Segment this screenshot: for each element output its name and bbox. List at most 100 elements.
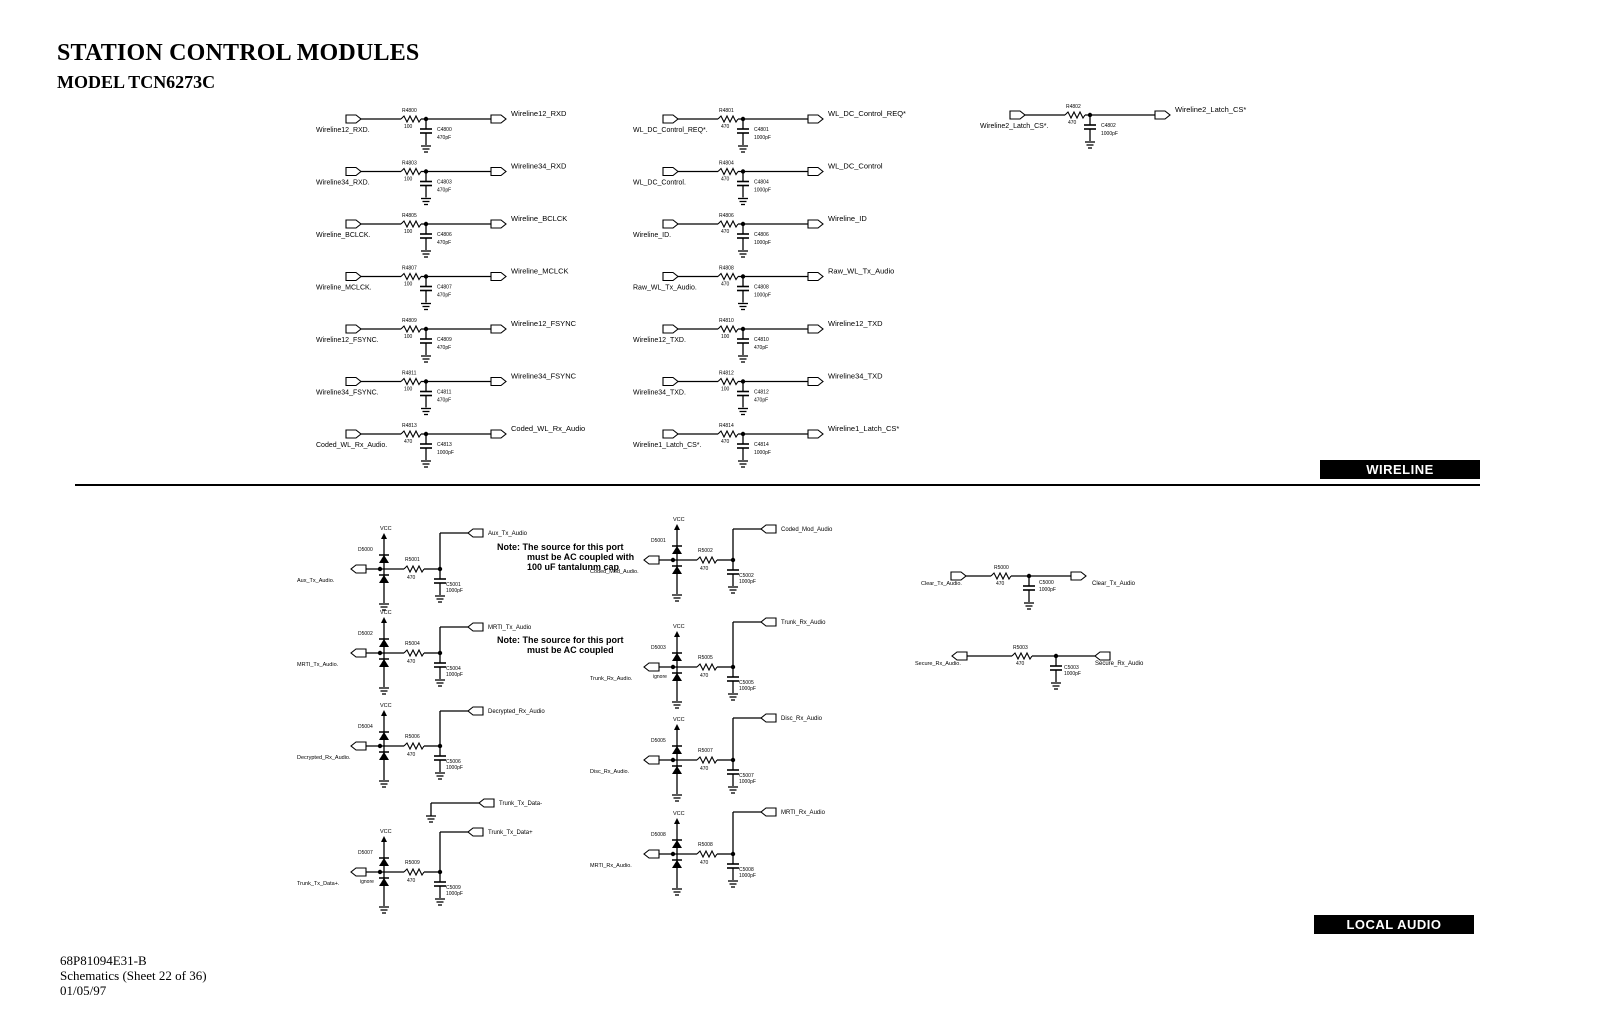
input-net-label: Clear_Tx_Audio. <box>921 581 962 587</box>
input-net-label: Trunk_Tx_Data+. <box>297 881 340 887</box>
output-net-label: Wireline12_FSYNC <box>511 319 577 328</box>
rc-filter-secure-rx: R5003470C50031000pFSecure_Rx_Audio.Secur… <box>915 645 1144 690</box>
resistor-value: 470 <box>407 752 416 758</box>
port-connector-icon <box>662 219 679 229</box>
port-connector-icon <box>760 524 777 534</box>
capacitor-value: 470pF <box>437 240 451 246</box>
junction-dot <box>377 869 383 875</box>
resistor-ref: R4802 <box>1066 104 1081 110</box>
resistor-ref: R5003 <box>1013 645 1028 651</box>
output-net-label: Trunk_Tx_Data- <box>499 801 542 807</box>
ground-icon <box>435 772 445 780</box>
ground-icon <box>421 145 431 153</box>
port-connector-icon <box>950 571 967 581</box>
capacitor-value: 1000pF <box>739 686 756 692</box>
port-connector-icon <box>345 324 362 334</box>
resistor-icon <box>400 324 422 334</box>
resistor-value: 470 <box>407 659 416 665</box>
resistor-icon <box>717 429 739 439</box>
junction-dot <box>670 664 676 670</box>
port-connector-icon <box>807 429 824 439</box>
port-connector-icon <box>807 166 824 177</box>
diode-icon <box>379 554 389 563</box>
resistor-icon <box>400 429 422 439</box>
resistor-value: 100 <box>721 334 730 340</box>
ground-icon <box>1051 682 1061 690</box>
port-connector-icon <box>345 376 362 387</box>
resistor-ref: R5007 <box>698 748 713 754</box>
capacitor-value: 1000pF <box>1101 131 1118 137</box>
diode-icon <box>672 745 682 754</box>
resistor-ref: R4807 <box>402 266 417 272</box>
diode-clamp-0: VCCD5000R5001470Aux_Tx_AudioC50011000pFA… <box>297 526 528 611</box>
resistor-value: 100 <box>404 229 413 235</box>
capacitor-ref: C4812 <box>754 390 769 396</box>
resistor-value: 470 <box>721 439 730 445</box>
port-connector-icon <box>350 648 367 658</box>
capacitor-icon <box>727 560 739 586</box>
vcc-arrow-icon <box>674 524 680 530</box>
ground-icon <box>672 594 682 602</box>
capacitor-value: 1000pF <box>754 450 771 456</box>
ground-icon <box>738 197 748 206</box>
output-net-label: WL_DC_Control_REQ* <box>828 109 906 118</box>
model-subtitle: MODEL TCN6273C <box>57 72 216 92</box>
diode-ref: D5005 <box>651 738 666 744</box>
ground-icon <box>421 355 431 363</box>
capacitor-icon <box>420 224 432 250</box>
port-connector-icon <box>345 271 362 282</box>
port-connector-icon <box>662 114 679 124</box>
resistor-icon <box>1064 110 1086 120</box>
diode-ref: D5002 <box>358 631 373 637</box>
capacitor-icon <box>420 119 432 145</box>
resistor-value: 470 <box>996 581 1005 587</box>
document-title: STATION CONTROL MODULES <box>57 40 420 66</box>
capacitor-icon <box>420 329 432 355</box>
vcc-label: VCC <box>673 624 685 630</box>
input-net-label: Wireline1_Latch_CS*. <box>633 442 702 449</box>
capacitor-value: 1000pF <box>739 579 756 585</box>
ground-icon <box>738 460 748 468</box>
port-connector-icon <box>662 376 679 387</box>
diode-clamp-3: VCCD5007ignoreR5009470Trunk_Tx_Data+C500… <box>297 827 533 914</box>
diode-icon <box>379 658 389 667</box>
diode-ref: D5003 <box>651 645 666 651</box>
input-net-label: Raw_WL_Tx_Audio. <box>633 285 697 292</box>
resistor-ref: R5005 <box>698 655 713 661</box>
capacitor-ref: C4802 <box>1101 123 1116 129</box>
diode-icon <box>672 545 682 554</box>
ground-icon <box>728 586 738 594</box>
port-connector-icon <box>643 849 660 859</box>
resistor-icon <box>990 571 1012 581</box>
input-net-label: Wireline34_TXD. <box>633 390 686 397</box>
output-net-label: Wireline12_RXD <box>511 109 567 118</box>
capacitor-value: 470pF <box>754 345 768 351</box>
ground-icon <box>728 786 738 794</box>
output-net-label: Wireline2_Latch_CS* <box>1175 105 1246 114</box>
resistor-icon <box>400 272 422 281</box>
ground-icon <box>421 407 431 416</box>
resistor-icon <box>717 219 739 229</box>
port-connector-icon <box>1070 571 1087 581</box>
vcc-label: VCC <box>673 517 685 523</box>
resistor-icon <box>717 377 739 386</box>
diode-icon <box>379 574 389 583</box>
diode-clamp-7: VCCD5008R5008470MRTI_Rx_AudioC50081000pF… <box>590 807 826 896</box>
resistor-icon <box>696 662 718 672</box>
resistor-value: 100 <box>404 177 413 183</box>
input-net-label: MRTI_Rx_Audio. <box>590 863 632 869</box>
capacitor-icon <box>727 667 739 693</box>
vcc-arrow-icon <box>674 631 680 637</box>
port-connector-icon <box>760 713 777 723</box>
capacitor-ref: C4806 <box>437 232 452 238</box>
vcc-label: VCC <box>380 829 392 835</box>
capacitor-value: 470pF <box>437 188 451 194</box>
resistor-value: 100 <box>404 334 413 340</box>
